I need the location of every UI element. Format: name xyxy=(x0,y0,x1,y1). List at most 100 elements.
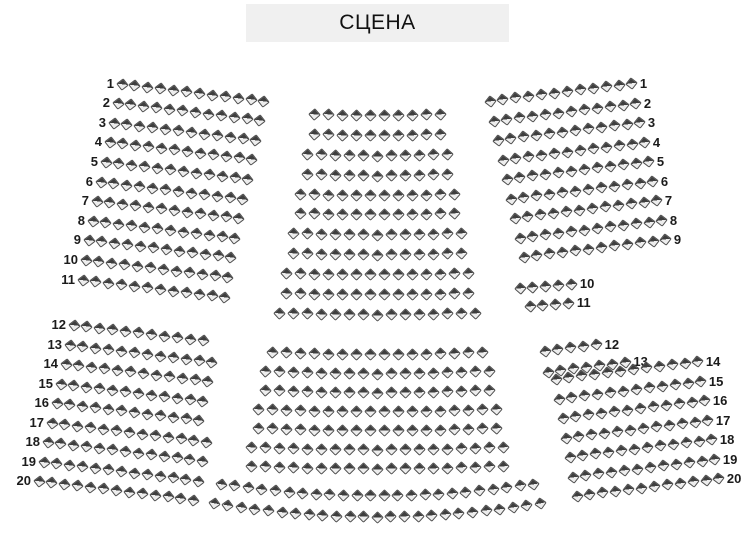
seat[interactable] xyxy=(349,109,363,123)
seat[interactable] xyxy=(167,84,180,97)
seat[interactable] xyxy=(391,208,405,222)
seat[interactable] xyxy=(433,347,447,361)
seat[interactable] xyxy=(170,391,184,405)
seat[interactable] xyxy=(405,208,419,221)
seat[interactable] xyxy=(321,268,335,281)
seat[interactable] xyxy=(144,388,158,402)
seat[interactable] xyxy=(419,405,433,418)
seat[interactable] xyxy=(272,365,286,379)
seat[interactable] xyxy=(634,402,647,415)
seat[interactable] xyxy=(641,441,654,454)
seat[interactable] xyxy=(461,403,475,417)
seat[interactable] xyxy=(342,308,356,322)
seat[interactable] xyxy=(391,189,405,203)
seat[interactable] xyxy=(223,130,237,144)
seat[interactable] xyxy=(625,77,639,90)
seat[interactable] xyxy=(556,245,570,259)
seat[interactable] xyxy=(504,192,518,206)
seat[interactable] xyxy=(475,345,489,359)
seat[interactable] xyxy=(384,386,398,400)
seat[interactable] xyxy=(582,242,595,256)
seat[interactable] xyxy=(307,207,321,221)
seat[interactable] xyxy=(561,85,574,98)
seat[interactable] xyxy=(356,248,370,262)
seat[interactable] xyxy=(140,468,154,481)
seat[interactable] xyxy=(337,489,350,502)
seat[interactable] xyxy=(102,276,116,290)
seat[interactable] xyxy=(330,509,343,523)
seat[interactable] xyxy=(530,189,544,203)
seat[interactable] xyxy=(594,181,608,195)
seat[interactable] xyxy=(356,443,370,457)
seat[interactable] xyxy=(110,424,123,438)
seat[interactable] xyxy=(377,405,391,419)
seat[interactable] xyxy=(698,394,712,407)
seat[interactable] xyxy=(350,489,364,503)
seat[interactable] xyxy=(685,395,699,409)
seat[interactable] xyxy=(616,218,630,232)
seat[interactable] xyxy=(589,447,603,461)
seat[interactable] xyxy=(300,442,314,456)
seat[interactable] xyxy=(624,423,637,437)
seat[interactable] xyxy=(349,348,363,362)
seat[interactable] xyxy=(321,424,335,437)
seat[interactable] xyxy=(398,367,412,381)
seat[interactable] xyxy=(160,243,173,256)
seat[interactable] xyxy=(163,103,176,116)
seat[interactable] xyxy=(565,278,579,291)
seat[interactable] xyxy=(272,460,286,474)
seat[interactable] xyxy=(219,149,233,163)
seat[interactable] xyxy=(433,267,447,281)
seat[interactable] xyxy=(321,207,335,221)
seat[interactable] xyxy=(440,366,454,380)
seat[interactable] xyxy=(412,148,426,162)
seat[interactable] xyxy=(97,482,110,496)
seat[interactable] xyxy=(76,340,90,353)
seat[interactable] xyxy=(440,442,454,456)
seat[interactable] xyxy=(454,461,468,475)
seat[interactable] xyxy=(120,178,134,192)
seat[interactable] xyxy=(659,233,673,246)
seat[interactable] xyxy=(578,389,592,403)
seat[interactable] xyxy=(97,423,110,436)
seat[interactable] xyxy=(565,164,578,178)
seat[interactable] xyxy=(377,268,391,282)
seat[interactable] xyxy=(206,208,220,222)
seat[interactable] xyxy=(548,86,561,100)
seat[interactable] xyxy=(127,466,141,480)
seat[interactable] xyxy=(172,185,185,198)
seat[interactable] xyxy=(134,240,147,253)
seat[interactable] xyxy=(342,228,356,242)
seat[interactable] xyxy=(314,307,328,321)
seat[interactable] xyxy=(618,464,631,477)
seat[interactable] xyxy=(111,96,125,110)
seat[interactable] xyxy=(189,166,203,180)
seat[interactable] xyxy=(633,116,647,129)
seat[interactable] xyxy=(155,142,168,155)
seat[interactable] xyxy=(563,450,577,464)
seat[interactable] xyxy=(522,150,536,164)
seat[interactable] xyxy=(144,261,157,275)
seat[interactable] xyxy=(189,227,203,240)
seat[interactable] xyxy=(90,194,104,208)
seat[interactable] xyxy=(349,288,363,302)
seat[interactable] xyxy=(586,81,600,95)
seat[interactable] xyxy=(258,383,272,397)
seat[interactable] xyxy=(119,385,132,399)
seat[interactable] xyxy=(84,421,98,435)
seat[interactable] xyxy=(154,283,167,296)
seat[interactable] xyxy=(293,287,307,300)
seat[interactable] xyxy=(426,462,440,475)
seat[interactable] xyxy=(125,158,139,172)
seat[interactable] xyxy=(321,347,335,361)
seat[interactable] xyxy=(591,387,605,401)
seat[interactable] xyxy=(307,404,321,418)
seat[interactable] xyxy=(249,134,263,147)
seat[interactable] xyxy=(526,109,540,123)
seat[interactable] xyxy=(631,462,644,476)
seat[interactable] xyxy=(577,103,591,117)
seat[interactable] xyxy=(562,296,576,310)
seat[interactable] xyxy=(694,375,708,388)
seat[interactable] xyxy=(356,386,370,400)
seat[interactable] xyxy=(578,163,591,176)
